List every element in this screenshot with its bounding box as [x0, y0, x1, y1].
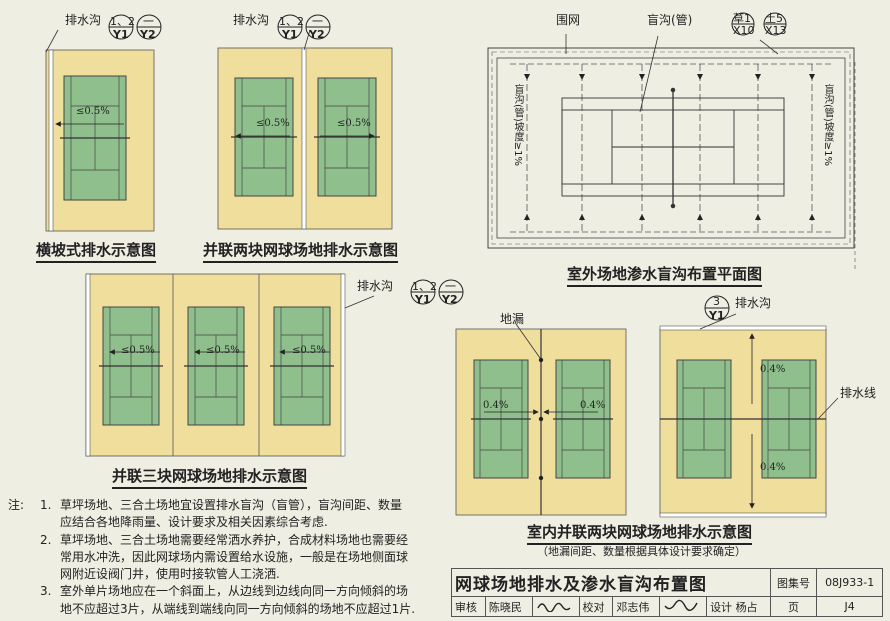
fig1-caption: 横坡式排水示意图 [36, 239, 157, 263]
drain-ditch-label: 排水沟 [357, 279, 394, 293]
atlas-number: 08J933-1 [816, 568, 883, 597]
ref-sheet: X10 [733, 24, 755, 37]
checker-signature [659, 596, 708, 617]
drain-ditch-label: 排水沟 [65, 13, 102, 27]
ref-sheet: Y2 [309, 28, 325, 41]
fig3-blind-ditch-plan [487, 34, 856, 270]
slope-label: ≤0.5% [256, 118, 290, 129]
slope-label: ≤0.5% [206, 345, 240, 356]
ref-number: 1、2 [110, 15, 135, 28]
slope-label: ≤0.5% [121, 345, 155, 356]
note-2-num: 2. [40, 532, 52, 547]
ref-number: 一 [143, 15, 154, 28]
notes-title: 注: [8, 498, 25, 512]
note-1-line-1: 草坪场地、三合土场地宜设置排水盲沟（盲管），盲沟间距、数量 [60, 498, 403, 512]
ref-sheet: Y2 [140, 28, 156, 41]
ref-number: 草1 [733, 12, 751, 25]
designer-name: 杨占 [735, 600, 758, 614]
notes-block: 注: 1. 草坪场地、三合土场地宜设置排水盲沟（盲管），盲沟间距、数量 应结合各… [8, 497, 448, 618]
ref-sheet: Y1 [282, 28, 298, 41]
title-block: 网球场地排水及渗水盲沟布置图 图集号 08J933-1 审核 陈晓民 校对 邓志… [451, 568, 883, 617]
note-1-num: 1. [40, 498, 52, 512]
fig5-drain-line-courts [659, 313, 839, 518]
ref-number: 一 [312, 15, 323, 28]
fig2-caption: 并联两块网球场地排水示意图 [203, 239, 399, 263]
review-label: 审核 [451, 596, 486, 617]
floor-drain-points [538, 357, 544, 481]
ref-bubbles [108, 12, 787, 321]
fig1-single-court [45, 29, 155, 232]
ref-number: 3 [713, 295, 720, 308]
ref-number: 1、2 [412, 280, 437, 293]
note-1-line-2: 应结合各地降雨量、设计要求及相关因素综合考虑. [60, 515, 328, 530]
court-outline-plan [561, 87, 785, 209]
ref-sheet: Y1 [709, 309, 725, 322]
court [184, 306, 248, 426]
slope-label: 0.4% [760, 462, 786, 473]
slope-label: ≤0.5% [76, 106, 110, 117]
slope-label: 0.4% [483, 400, 509, 411]
fig2-two-courts [217, 29, 393, 230]
drain-line-label: 排水线 [840, 386, 877, 400]
note-2-line-1: 草坪场地、三合土场地需要经常洒水养护，合成材料场地也需要经 [60, 532, 409, 547]
atlas-label: 图集号 [769, 568, 818, 597]
fence-label: 围网 [556, 13, 581, 27]
court [231, 77, 297, 197]
court [99, 306, 163, 426]
page-label: 页 [769, 596, 818, 617]
ref-sheet: X13 [765, 24, 787, 37]
note-2-line-2: 常用水冲洗，因此网球场内需设置给水设施，一般是在场地侧面球 [60, 549, 409, 564]
fig4-caption: 并联三块网球场地排水示意图 [112, 465, 308, 489]
fig4-three-courts [85, 273, 375, 457]
drain-ditch-strip [48, 49, 54, 232]
fig5-caption: 室内并联两块网球场地排水示意图 [527, 521, 753, 545]
ref-sheet: Y2 [442, 293, 458, 306]
reviewer-signature [531, 596, 580, 617]
court [471, 359, 531, 479]
check-label: 校对 [578, 596, 614, 617]
fig5-subcaption: （地漏间距、数量根据具体设计要求确定） [537, 545, 746, 558]
page-number: J4 [816, 596, 883, 617]
blind-slope-label-left: 盲沟(管)坡度≥1% [512, 84, 523, 167]
ref-number: 1、2 [279, 15, 304, 28]
ref-number: 土5 [765, 12, 783, 25]
drain-ditch-strip [301, 47, 307, 230]
blind-ditch-label: 盲沟(管) [647, 13, 693, 27]
fig3-caption: 室外场地渗水盲沟布置平面图 [567, 263, 763, 287]
court [60, 75, 130, 201]
drain-ditch-label: 排水沟 [233, 13, 270, 27]
ref-sheet: Y1 [415, 293, 431, 306]
drawing-title: 网球场地排水及渗水盲沟布置图 [451, 568, 771, 597]
fig5-floor-drain-courts [455, 323, 627, 516]
drain-ditch-label: 排水沟 [735, 296, 772, 310]
checker-name: 邓志伟 [612, 596, 661, 617]
note-2-line-3: 网附近设阀门井，使用时接软管人工浇洒. [60, 567, 280, 582]
design-label: 设计 杨占 [706, 596, 771, 617]
note-3-line-1: 室外单片场地应在一个斜面上，从边线到边线向同一方向倾斜的场 [60, 584, 409, 599]
floor-drain-label: 地漏 [500, 312, 525, 326]
note-3-line-2: 地不应超过3片，从端线到端线向同一方向倾斜的场地不应超过1片. [60, 601, 416, 616]
slope-label: ≤0.5% [337, 118, 371, 129]
court [270, 306, 334, 426]
ref-sheet: Y1 [113, 28, 129, 41]
court [553, 359, 613, 479]
reviewer-name: 陈晓民 [484, 596, 533, 617]
slope-label: 0.4% [760, 364, 786, 375]
slope-label: 0.4% [580, 400, 606, 411]
court [314, 77, 380, 197]
blind-slope-label-right: 盲沟(管)坡度≥1% [822, 84, 833, 167]
note-3-num: 3. [40, 584, 52, 599]
slope-label: ≤0.5% [292, 345, 326, 356]
ref-number: 一 [445, 280, 456, 293]
